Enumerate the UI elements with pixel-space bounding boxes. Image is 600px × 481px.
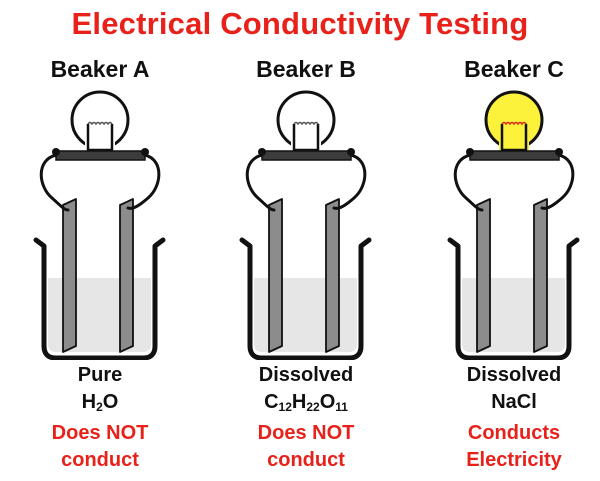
electrode-left	[476, 198, 491, 353]
bulb-neck	[499, 126, 529, 152]
bulb-filament	[87, 121, 113, 126]
bulb-filament	[293, 121, 319, 126]
beaker-b-panel: Beaker B Dissolved C12H22O11 Does NOT co…	[206, 0, 406, 481]
electrode-right	[325, 198, 340, 353]
beaker-a-result-line2: conduct	[61, 449, 139, 471]
electrode-left	[62, 198, 77, 353]
beaker-glass	[239, 237, 372, 360]
wire-right	[332, 153, 367, 210]
wire-left	[245, 153, 276, 212]
beaker-c-result-line1: Conducts	[467, 422, 561, 444]
bulb-socket	[261, 150, 352, 161]
beaker-glass	[447, 237, 580, 360]
beaker-b-result-line2: conduct	[267, 449, 345, 471]
beaker-c-apparatus	[447, 90, 580, 360]
bulb-neck	[291, 126, 321, 152]
beaker-b-label: Beaker B	[256, 56, 356, 82]
bulb-filament	[501, 121, 527, 126]
beaker-a-substance: Pure	[77, 364, 123, 386]
bulb-socket	[469, 150, 560, 161]
beaker-b-result-line1: Does NOT	[257, 422, 355, 444]
electrode-right	[533, 198, 548, 353]
beaker-c-label: Beaker C	[464, 56, 564, 82]
bulb-neck	[85, 126, 115, 152]
beaker-b-apparatus	[239, 90, 372, 360]
terminal-left	[258, 148, 266, 156]
terminal-left	[52, 148, 60, 156]
bulb-filament-support	[86, 124, 114, 152]
electrode-right	[119, 198, 134, 353]
beaker-c-substance: Dissolved	[466, 364, 562, 386]
beaker-a-panel: Beaker A Pure H2O Does NOT conduct	[0, 0, 200, 481]
terminal-right	[141, 148, 149, 156]
beaker-a-result-line1: Does NOT	[51, 422, 149, 444]
beaker-glass	[33, 237, 166, 360]
wire-right	[126, 153, 161, 210]
bulb-socket	[55, 150, 146, 161]
electrode-left	[268, 198, 283, 353]
beaker-c-panel: Beaker C Dissolved NaCl Conducts Electri…	[414, 0, 600, 481]
terminal-right	[347, 148, 355, 156]
beaker-b-substance: Dissolved	[258, 364, 354, 386]
beaker-b-formula: C12H22O11	[264, 391, 348, 414]
page-title: Electrical Conductivity Testing	[71, 6, 529, 41]
beaker-a-apparatus	[33, 90, 166, 360]
terminal-right	[555, 148, 563, 156]
bulb-filament-support	[292, 124, 320, 152]
beaker-a-formula: H2O	[81, 391, 119, 414]
beaker-c-result-line2: Electricity	[466, 449, 562, 471]
wire-left	[39, 153, 70, 212]
wire-right	[540, 153, 575, 210]
beaker-a-label: Beaker A	[50, 56, 150, 82]
wire-left	[453, 153, 484, 212]
bulb-filament-support	[500, 124, 528, 152]
terminal-left	[466, 148, 474, 156]
beaker-c-formula: NaCl	[491, 391, 537, 413]
